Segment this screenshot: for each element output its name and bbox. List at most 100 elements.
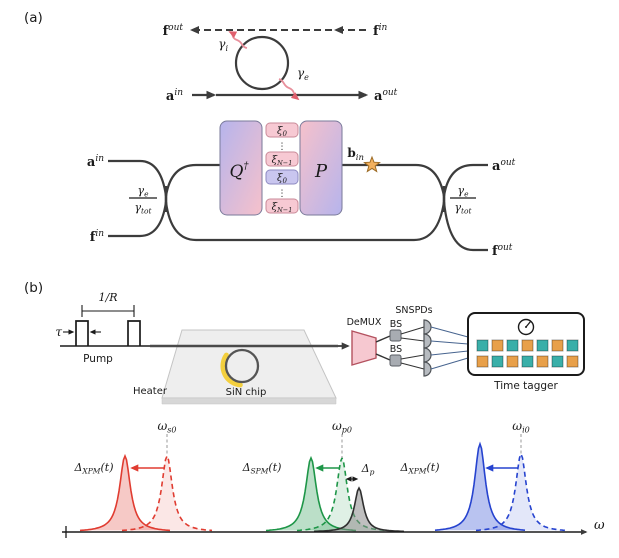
spectral-peak-idler-shifted xyxy=(434,441,526,531)
snspd-detector-4-icon xyxy=(423,361,432,377)
p-box xyxy=(299,120,343,216)
panel-a: (a) γi γe fout fin ain aout xyxy=(24,10,516,259)
delta-spm-pump-label: ΔSPM(t) xyxy=(242,461,282,476)
detection-setup: DeMUX BS BS SNSPDs Time tagge xyxy=(347,305,585,392)
det-wire-2 xyxy=(430,340,469,345)
delta-xpm-signal-label: ΔXPM(t) xyxy=(73,461,113,476)
time-tagger-label: Time tagger xyxy=(493,380,558,392)
intrinsic-loss-squiggle-icon xyxy=(228,31,248,49)
left-ratio-denominator: γtot xyxy=(134,201,152,216)
label-gamma-i: γi xyxy=(218,37,228,53)
star-icon xyxy=(363,155,381,173)
pump-label: Pump xyxy=(83,353,113,365)
spectra-plot: ω ωs0 ωp0 ωi0 ΔXPM(t) ΔSPM(t) ΔXPM(t) Δp xyxy=(62,419,605,538)
tau-label: τ xyxy=(55,325,62,339)
label-a-in-network: ain xyxy=(87,154,104,170)
right-ratio-denominator: γtot xyxy=(454,201,472,216)
omega-p0-label: ωp0 xyxy=(332,419,352,435)
tagger-channel-square xyxy=(476,355,489,368)
label-a-out-network: aout xyxy=(492,158,516,174)
output-line-f xyxy=(442,201,488,252)
pump-pulse-diagram: 1/R τ Pump xyxy=(55,291,150,365)
label-a-out-top: aout xyxy=(374,88,398,104)
xi-n1-label-1: ξN−1 xyxy=(272,155,293,167)
ring-icon xyxy=(234,35,290,91)
panel-b-label: (b) xyxy=(24,280,43,296)
xi-n1-label-2: ξN−1 xyxy=(272,202,293,214)
right-ratio-numerator: γe xyxy=(457,184,469,199)
right-coupling-ratio: γe γtot xyxy=(450,184,476,216)
label-f-out-network: fout xyxy=(492,243,513,259)
demux-label: DeMUX xyxy=(347,317,382,328)
det-wire-1 xyxy=(430,326,469,338)
clock-needle xyxy=(525,321,532,328)
tagger-channel-square xyxy=(506,339,519,352)
xi-box-1 xyxy=(265,122,299,138)
bs-to-det-2 xyxy=(400,337,425,342)
omega-s0-label: ωs0 xyxy=(158,419,177,435)
spectral-peak-signal-unshifted xyxy=(121,453,213,532)
external-coupling-squiggle-icon xyxy=(278,78,300,101)
xi-box-4 xyxy=(265,198,299,214)
pulse-2 xyxy=(127,320,141,346)
det-wire-4 xyxy=(430,357,469,370)
tagger-channel-square xyxy=(491,355,504,368)
spectral-peak-signal-shifted xyxy=(79,453,171,532)
xi-0-label-1: ξ0 xyxy=(277,126,288,138)
p-label: P xyxy=(314,161,328,182)
snspds-label: SNSPDs xyxy=(395,305,432,316)
clock-pivot xyxy=(525,326,527,328)
bs-top-label: BS xyxy=(390,319,402,330)
delta-xpm-idler-label: ΔXPM(t) xyxy=(399,461,439,476)
label-a-in-top: ain xyxy=(166,88,183,104)
omega-axis-label: ω xyxy=(594,518,605,533)
interferometer-diagram: γe γtot γe γtot Q† P ξ0 ⋮ ξN−1 ξ0 ⋮ ξN−1 xyxy=(87,120,516,259)
bs-bottom-label: BS xyxy=(390,344,402,355)
tagger-channel-square xyxy=(551,355,564,368)
snspd-detector-1-icon xyxy=(423,319,432,335)
tagger-channel-square xyxy=(551,339,564,352)
snspd-detector-2-icon xyxy=(423,333,432,349)
bs-to-det-1 xyxy=(400,326,425,335)
tagger-channel-square xyxy=(536,339,549,352)
panel-a-label: (a) xyxy=(24,10,43,26)
heater-arc-icon xyxy=(220,352,243,388)
upper-arm-right xyxy=(342,163,446,197)
lower-arm xyxy=(164,201,446,242)
left-coupling-ratio: γe γtot xyxy=(129,184,157,216)
label-gamma-e: γe xyxy=(297,66,309,82)
det-wire-3 xyxy=(430,350,469,356)
tagger-channel-square xyxy=(521,339,534,352)
omega-i0-label: ωi0 xyxy=(512,419,529,435)
vertical-dots-2: ⋮ xyxy=(278,189,287,199)
ring-resonator-diagram: γi γe fout fin ain aout xyxy=(163,23,398,104)
bs-top-icon xyxy=(389,329,402,342)
spectral-peak-pump-filter xyxy=(313,486,405,533)
bs-bottom-icon xyxy=(389,354,402,367)
demux-to-bs-bottom xyxy=(375,353,391,361)
label-b-in: bin xyxy=(347,146,364,163)
label-f-out-top: fout xyxy=(163,23,184,39)
tagger-channel-square xyxy=(566,339,579,352)
vertical-dots-1: ⋮ xyxy=(278,142,287,152)
tagger-channel-square xyxy=(566,355,579,368)
q-dagger-box xyxy=(219,120,263,216)
chip-ring-icon xyxy=(224,348,260,384)
demux-icon xyxy=(351,330,377,366)
bs-to-det-4 xyxy=(400,362,425,370)
spectra-peaks xyxy=(79,441,567,533)
tagger-channel-square xyxy=(476,339,489,352)
label-f-in-top: fin xyxy=(373,23,387,39)
xi-0-label-2: ξ0 xyxy=(277,173,288,185)
q-dagger-label: Q† xyxy=(230,161,250,182)
sin-chip-diagram: Heater SiN chip xyxy=(133,329,350,405)
bs-to-det-3 xyxy=(400,354,425,360)
left-ratio-numerator: γe xyxy=(137,184,149,199)
spectral-peak-idler-unshifted xyxy=(475,451,567,532)
upper-arm-left xyxy=(164,163,222,197)
pulse-1 xyxy=(75,320,89,346)
sin-chip-label: SiN chip xyxy=(226,387,267,398)
label-f-in-network: fin xyxy=(90,229,104,245)
snspd-detector-3-icon xyxy=(423,347,432,363)
